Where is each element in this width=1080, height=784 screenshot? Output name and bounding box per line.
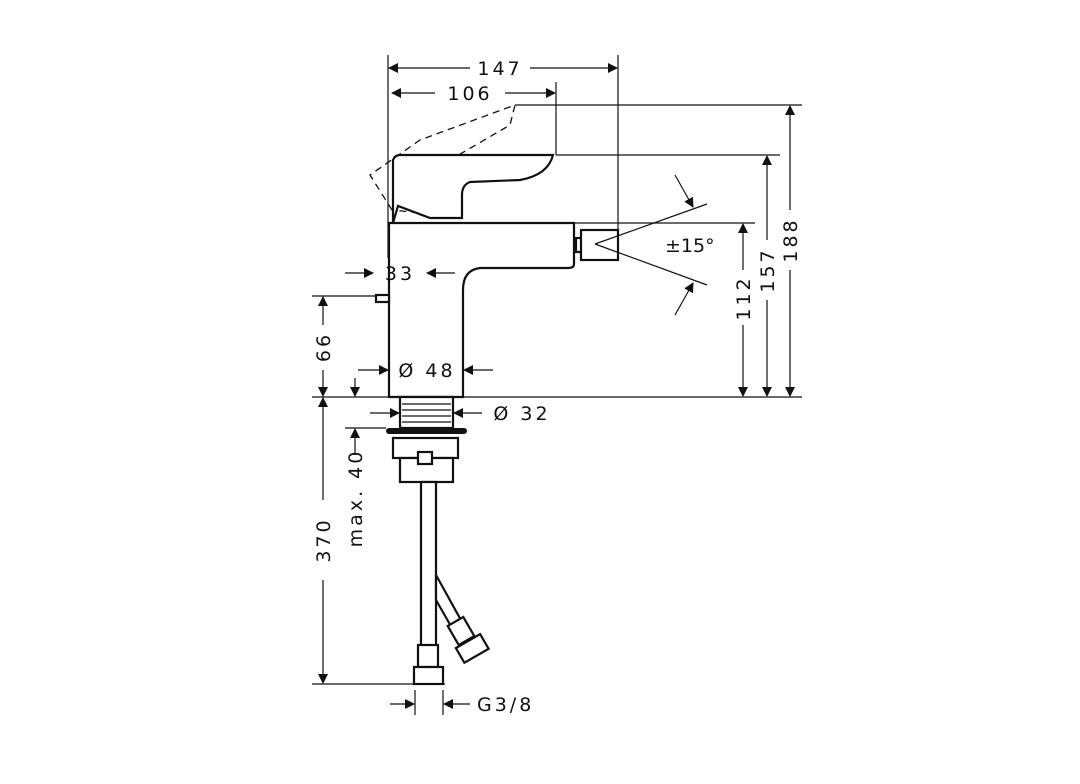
dim-width-total: 147 [477,58,522,80]
dim-popup-height: 66 [313,332,335,362]
faucet-outline [369,103,708,686]
dim-handle-reach: 106 [447,83,492,105]
dimension-lines [318,63,795,709]
dim-body-diameter: Ø 48 [398,360,455,382]
dim-spray-angle: ±15° [665,235,715,257]
dim-hose-length: 370 [313,517,335,562]
dim-height-handle: 157 [757,247,779,292]
dim-shank-diameter: Ø 32 [493,403,550,425]
dim-popup-offset: 33 [385,263,415,285]
dim-height-raised: 188 [780,217,802,262]
dim-max-counter: max. 40 [345,449,367,548]
dim-height-spout: 112 [733,275,755,320]
dim-connection-thread: G3/8 [477,694,534,716]
extension-lines [312,55,802,715]
